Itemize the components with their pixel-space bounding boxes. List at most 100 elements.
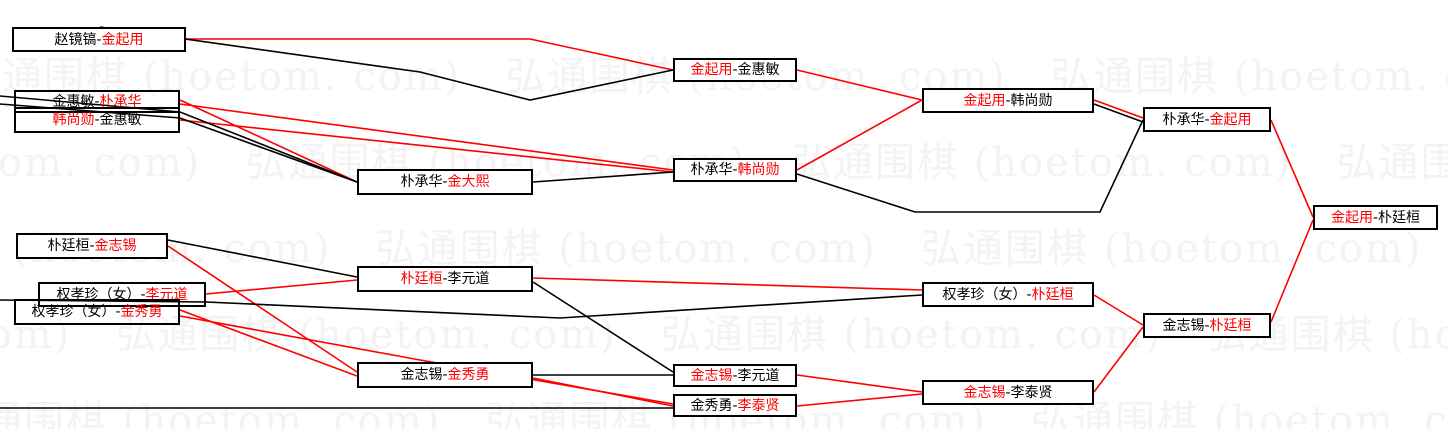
- player-right: 李元道: [737, 367, 780, 384]
- match-box[interactable]: 金起用-金惠敏: [673, 58, 797, 82]
- match-box[interactable]: 权孝珍（女）-金秀勇: [14, 299, 180, 325]
- player-left: 朴承华: [1162, 111, 1205, 128]
- match-box[interactable]: 金起用-朴廷桓: [1313, 205, 1438, 230]
- player-left: 权孝珍（女）: [942, 286, 1027, 303]
- match-box[interactable]: 朴廷桓-李元道: [357, 266, 533, 292]
- player-left: 朴廷桓: [47, 238, 90, 254]
- player-separator: -: [732, 162, 738, 178]
- connector-line: [796, 99, 923, 171]
- player-right: 韩尚勋: [737, 162, 780, 178]
- match-box[interactable]: 朴承华-金起用: [1143, 107, 1271, 132]
- player-left: 金志锡: [1162, 317, 1205, 334]
- match-box[interactable]: 金志锡-朴廷桓: [1143, 313, 1271, 338]
- player-right: 韩尚勋: [1010, 92, 1053, 109]
- player-left: 金秀勇: [690, 397, 733, 414]
- connector-line: [796, 374, 923, 393]
- player-separator: -: [442, 174, 448, 190]
- player-right: 金秀勇: [447, 367, 490, 383]
- connector-line: [1093, 294, 1144, 326]
- player-right: 金秀勇: [120, 304, 163, 320]
- player-separator: -: [1005, 384, 1011, 401]
- player-left: 韩尚勋: [52, 112, 95, 128]
- player-separator: -: [94, 112, 100, 128]
- player-separator: -: [94, 93, 100, 110]
- connector-line: [179, 103, 674, 171]
- player-separator: -: [1204, 317, 1210, 334]
- player-left: 朴廷桓: [400, 271, 443, 287]
- player-left: 朴承华: [690, 162, 733, 178]
- match-box[interactable]: 金惠敏-朴承华: [14, 90, 180, 113]
- player-separator: -: [442, 367, 448, 383]
- connector-line: [796, 69, 923, 101]
- player-separator: -: [115, 304, 121, 320]
- player-right: 李泰贤: [1010, 384, 1053, 401]
- player-right: 金起用: [1209, 111, 1252, 128]
- player-separator: -: [732, 62, 738, 78]
- connector-line: [167, 245, 358, 373]
- player-separator: -: [96, 31, 102, 48]
- player-left: 金起用: [690, 62, 733, 78]
- player-separator: -: [732, 397, 738, 414]
- player-right: 朴廷桓: [1378, 209, 1421, 226]
- player-right: 朴廷桓: [1209, 317, 1252, 334]
- player-right: 朴承华: [99, 93, 142, 110]
- player-right: 李元道: [447, 271, 490, 287]
- player-separator: -: [1204, 111, 1210, 128]
- player-left: 金志锡: [400, 367, 443, 383]
- match-box[interactable]: 金秀勇-李泰贤: [673, 394, 797, 417]
- player-right: 金惠敏: [737, 62, 780, 78]
- player-right: 金起用: [101, 31, 144, 48]
- connector-line: [1093, 99, 1144, 119]
- player-separator: -: [442, 271, 448, 287]
- match-box[interactable]: 金起用-韩尚勋: [922, 88, 1094, 113]
- connector-line: [205, 279, 358, 295]
- connector-line: [186, 38, 674, 71]
- player-left: 金起用: [1330, 209, 1373, 226]
- connector-line: [179, 99, 358, 183]
- player-left: 金志锡: [963, 384, 1006, 401]
- match-box[interactable]: 朴承华-金大熙: [357, 169, 533, 195]
- match-box[interactable]: 朴廷桓-金志锡: [16, 233, 168, 259]
- match-box[interactable]: 赵镜镐-金起用: [12, 27, 186, 52]
- connector-line: [99, 26, 674, 101]
- player-right: 金志锡: [94, 238, 137, 254]
- match-box[interactable]: 权孝珍（女）-朴廷桓: [922, 282, 1094, 307]
- match-box[interactable]: 金志锡-李元道: [673, 364, 797, 387]
- player-separator: -: [1005, 92, 1011, 109]
- connector-line: [1270, 119, 1314, 218]
- player-left: 赵镜镐: [54, 31, 97, 48]
- player-right: 金惠敏: [99, 112, 142, 128]
- connector-line: [167, 239, 358, 278]
- match-box[interactable]: 朴承华-韩尚勋: [673, 158, 797, 182]
- player-separator: -: [140, 286, 146, 303]
- match-box[interactable]: 金志锡-金秀勇: [357, 362, 533, 388]
- connector-line: [532, 171, 674, 183]
- player-left: 权孝珍（女）: [31, 304, 116, 320]
- connector-line: [796, 393, 923, 407]
- player-left: 朴承华: [400, 174, 443, 190]
- connector-line: [1093, 103, 1144, 123]
- player-separator: -: [1372, 209, 1379, 226]
- connector-line: [0, 294, 923, 319]
- player-right: 李泰贤: [737, 397, 780, 414]
- connector-line: [796, 119, 1144, 213]
- player-left: 权孝珍（女）: [56, 286, 141, 303]
- match-box[interactable]: 金志锡-李泰贤: [922, 380, 1094, 405]
- player-right: 李元道: [145, 286, 188, 303]
- connector-line: [1270, 219, 1314, 323]
- connector-line: [179, 119, 674, 173]
- connector-line: [532, 281, 674, 373]
- match-box[interactable]: 韩尚勋-金惠敏: [14, 107, 180, 133]
- match-box[interactable]: 权孝珍（女）-李元道: [38, 282, 206, 307]
- player-separator: -: [89, 238, 95, 254]
- player-left: 金志锡: [690, 367, 733, 384]
- connector-line: [532, 277, 923, 291]
- player-right: 朴廷桓: [1031, 286, 1074, 303]
- player-separator: -: [1026, 286, 1032, 303]
- player-left: 金起用: [963, 92, 1006, 109]
- connector-line: [1093, 326, 1144, 393]
- connector-line: [532, 377, 674, 407]
- connector-line: [0, 95, 358, 183]
